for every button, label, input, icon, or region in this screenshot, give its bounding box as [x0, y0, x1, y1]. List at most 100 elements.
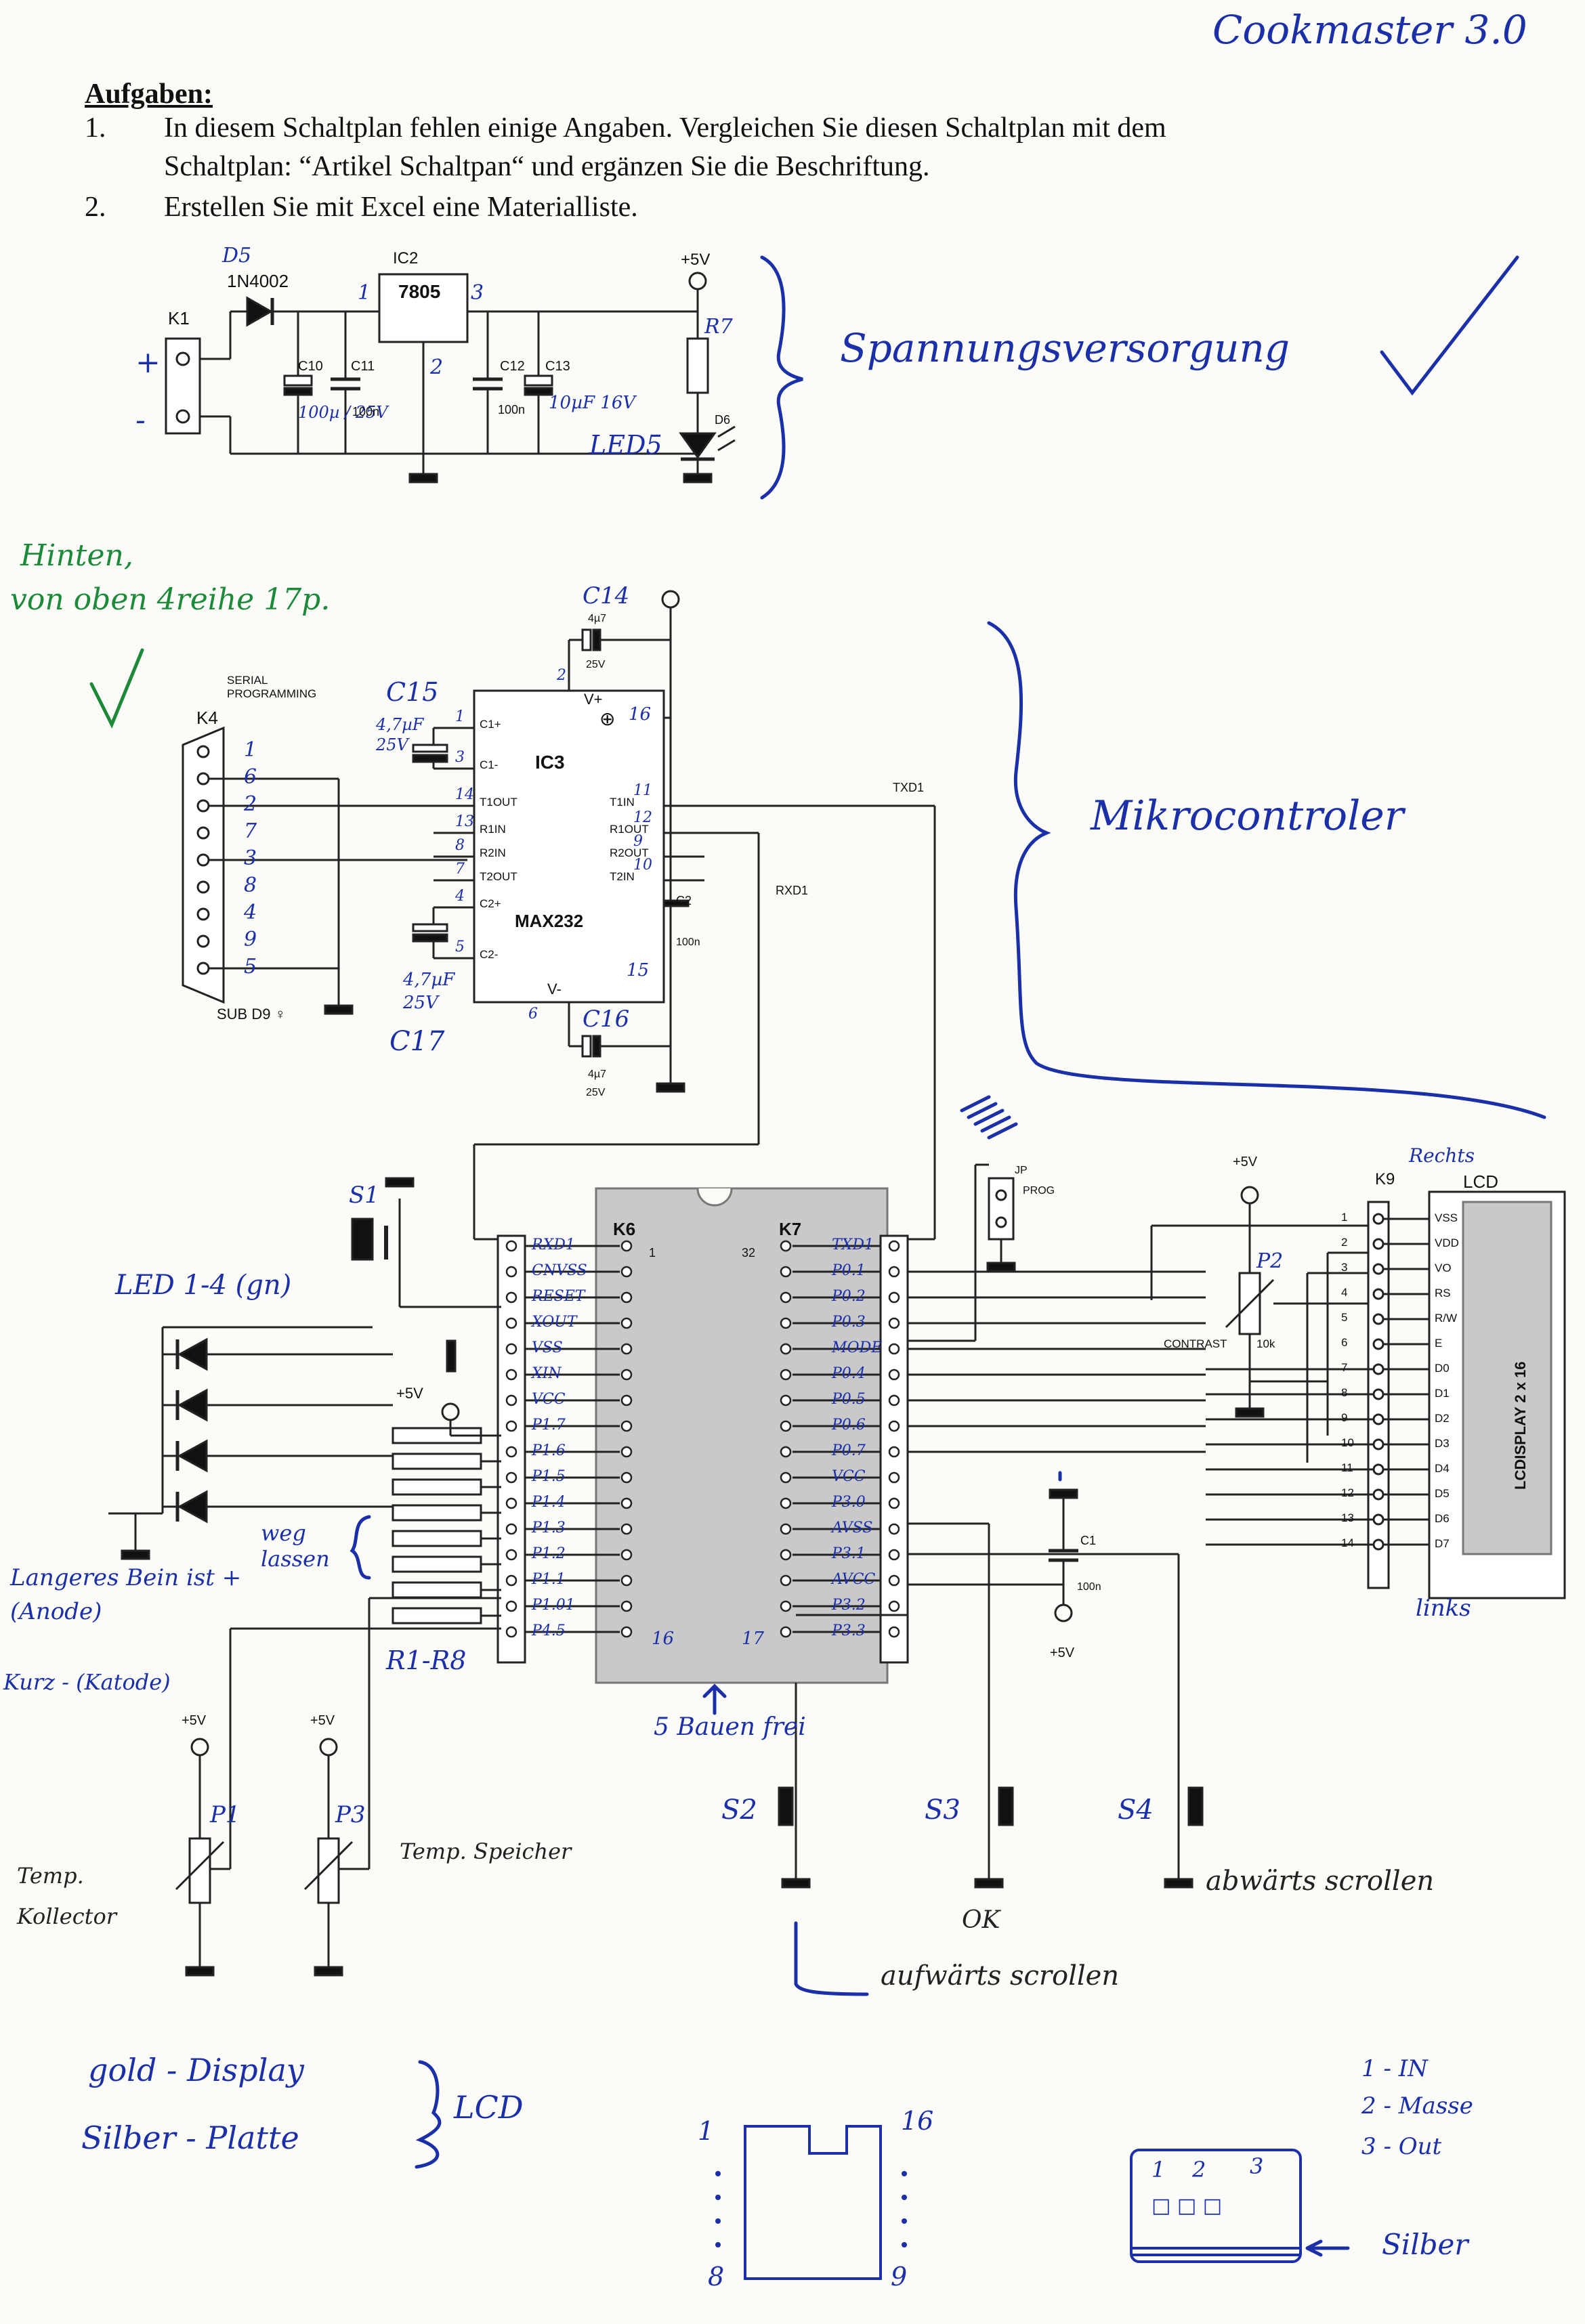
resistor [392, 1504, 482, 1522]
ic3-right-pin-number: 12 [633, 809, 652, 826]
task-1-number: 1. [85, 112, 106, 144]
s3-label: S3 [925, 1794, 960, 1826]
handwritten-title: Cookmaster 3.0 [1212, 7, 1527, 53]
temp-kollektor-note: Temp. Kollector [17, 1863, 117, 1929]
lcd-pin-label: VDD [1435, 1236, 1459, 1249]
k6-pin-label: P1.6 [532, 1442, 566, 1459]
k7-pin [888, 1240, 900, 1252]
r7-label: R7 [704, 315, 733, 339]
k4-pin-number: 1 [244, 738, 257, 762]
k6-pin-label: XOUT [532, 1314, 577, 1331]
c12-label: C12 [500, 359, 525, 374]
k7-pin-label: P0.2 [832, 1288, 866, 1305]
k9-pin [1372, 1463, 1385, 1476]
vplus-label: V+ [584, 691, 603, 708]
k9-pin [1372, 1288, 1385, 1300]
k9-pin [1372, 1338, 1385, 1350]
k7-socket-pin [780, 1574, 792, 1587]
k6-pin1: 1 [649, 1246, 656, 1260]
k7-socket-pin [780, 1343, 792, 1355]
resistor [392, 1452, 482, 1470]
k9-pin-number: 7 [1341, 1361, 1348, 1374]
temp-speicher-note: Temp. Speicher [400, 1838, 572, 1864]
c2-label: C2 [676, 894, 692, 907]
green-note-2: von oben 4reihe 17p. [10, 582, 331, 617]
k6-socket-pin [620, 1240, 633, 1252]
k6-pin-label: P1.5 [532, 1468, 566, 1485]
weglassen-note: weg lassen [261, 1520, 330, 1572]
p1-label: P1 [210, 1801, 240, 1828]
k6-pin [505, 1266, 517, 1278]
kathode-note: Kurz - (Katode) [3, 1669, 171, 1695]
ic3-left-pin: C1+ [480, 718, 501, 731]
k6-socket-pin [620, 1549, 633, 1561]
led-note: LED 1-4 (gn) [115, 1270, 292, 1301]
k7-socket-pin [780, 1523, 792, 1535]
k7-pin17: 17 [742, 1629, 765, 1649]
k7-pin-label: AVSS [832, 1520, 873, 1536]
sketch-pin16: 16 [901, 2106, 934, 2136]
k6-pin [505, 1317, 517, 1329]
ic3-left-pin: R1IN [480, 823, 506, 836]
k7-pin [888, 1600, 900, 1612]
k7-pin [888, 1523, 900, 1535]
rxd1-net: RXD1 [776, 884, 809, 897]
c1-label: C1 [1080, 1534, 1097, 1547]
k7-socket-pin [780, 1549, 792, 1561]
ic3-right-pin: R1OUT [610, 823, 649, 836]
lcd-pin-label: D1 [1435, 1387, 1450, 1400]
k4-pin-number: 6 [244, 765, 257, 789]
lcd-pin-label: D3 [1435, 1437, 1450, 1450]
k6-pin-label: P1.7 [532, 1417, 566, 1434]
reg-sketch-num3: 3 [1250, 2153, 1264, 2179]
r1-r8-label: R1-R8 [386, 1645, 467, 1675]
reg-sketch-num2: 2 [1192, 2157, 1206, 2182]
ic3-left-pin-number: 8 [455, 837, 465, 854]
k9-pin [1372, 1438, 1385, 1450]
k7-pin-label: P3.3 [832, 1622, 866, 1639]
k6-pin [505, 1600, 517, 1612]
k6-pin-label: P1.4 [532, 1494, 566, 1511]
resistor [392, 1478, 482, 1496]
c17-label: C17 [389, 1026, 445, 1057]
sketch-pin9: 9 [891, 2262, 908, 2291]
resistor [392, 1530, 482, 1547]
task-1-line2: Schaltplan: “Artikel Schaltpan“ und ergä… [164, 151, 930, 182]
k6-pin [505, 1626, 517, 1638]
resistor [392, 1555, 482, 1573]
lcd-pin-label: E [1435, 1337, 1443, 1350]
k7-socket-pin [780, 1240, 792, 1252]
c13-label: C13 [545, 359, 570, 374]
ic2-label: IC2 [393, 249, 419, 267]
k7-pin [888, 1471, 900, 1484]
k1-label: K1 [168, 308, 190, 328]
k9-pin-number: 13 [1341, 1511, 1354, 1524]
k4-pin-number: 4 [244, 901, 257, 924]
ic3-left-pin: T2OUT [480, 870, 517, 883]
k7-socket-pin [780, 1394, 792, 1406]
ic3-right-pin-number: 11 [633, 782, 652, 799]
reg-pin1: 1 [358, 281, 371, 305]
k6-pin-label: P4.5 [532, 1622, 566, 1639]
minus-label: - [135, 403, 146, 437]
resistor [392, 1581, 482, 1599]
reg-pin3: 3 [471, 281, 484, 305]
k7-pin-label: MODE [832, 1339, 883, 1356]
k7-socket-pin [780, 1626, 792, 1638]
k6-pin-label: RESET [532, 1288, 585, 1305]
k7-pin [888, 1343, 900, 1355]
k6-socket-pin [620, 1497, 633, 1509]
freed-note: 5 Bauen frei [654, 1713, 806, 1741]
k9-pin [1372, 1413, 1385, 1425]
ic3-left-pin-number: 13 [455, 813, 474, 830]
k9-pin [1372, 1213, 1385, 1225]
ic3-pin16: 16 [629, 704, 652, 725]
k6-pin-label: CNVSS [532, 1262, 587, 1279]
ic3-left-pin: T1OUT [480, 796, 517, 809]
k6-socket-pin [620, 1626, 633, 1638]
mikrocontroler-note: Mikrocontroler [1091, 792, 1404, 840]
k7-socket-pin [780, 1600, 792, 1612]
k7-pin32: 32 [742, 1246, 756, 1260]
lcd-pin-label: D6 [1435, 1512, 1450, 1525]
